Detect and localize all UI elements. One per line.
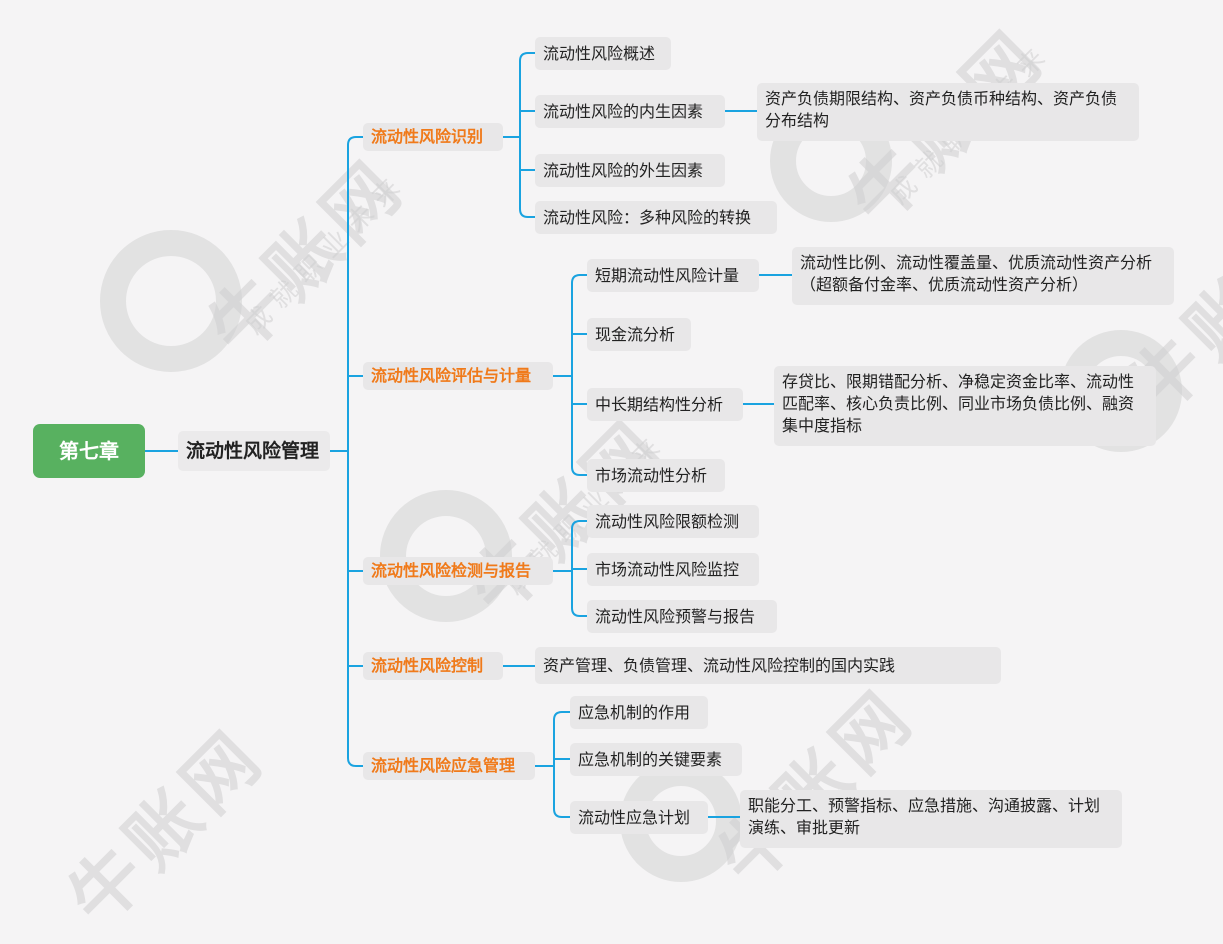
connector-line: [519, 137, 535, 218]
connector-line: [571, 520, 587, 571]
connector-line: [553, 766, 570, 818]
leaf-node[interactable]: 中长期结构性分析: [587, 388, 743, 421]
connector-line: [347, 136, 363, 451]
detail-node[interactable]: 流动性比例、流动性覆盖量、优质流动性资产分析（超额备付金率、优质流动性资产分析）: [792, 247, 1174, 305]
leaf-node[interactable]: 流动性风险的外生因素: [535, 154, 725, 187]
leaf-node[interactable]: 短期流动性风险计量: [587, 259, 759, 292]
branch-node-monitoring[interactable]: 流动性风险检测与报告: [363, 557, 553, 585]
branch-node-control[interactable]: 流动性风险控制: [363, 652, 503, 680]
detail-node[interactable]: 职能分工、预警指标、应急措施、沟通披露、计划演练、审批更新: [740, 790, 1122, 848]
connector-line: [553, 711, 570, 766]
leaf-node[interactable]: 流动性风险预警与报告: [587, 600, 777, 633]
leaf-node[interactable]: 流动性风险概述: [535, 37, 671, 70]
leaf-node[interactable]: 市场流动性风险监控: [587, 553, 759, 586]
branch-node-assessment[interactable]: 流动性风险评估与计量: [363, 362, 553, 390]
connector-line: [571, 571, 587, 617]
detail-node[interactable]: 存贷比、限期错配分析、净稳定资金比率、流动性匹配率、核心负责比例、同业市场负债比…: [774, 366, 1156, 446]
leaf-node[interactable]: 流动性风险的内生因素: [535, 95, 725, 128]
connector-line: [571, 376, 587, 476]
leaf-node[interactable]: 现金流分析: [587, 318, 691, 351]
connector-line: [519, 52, 535, 137]
connector-lines: [145, 52, 792, 818]
leaf-node[interactable]: 流动性应急计划: [570, 801, 708, 834]
leaf-node[interactable]: 应急机制的关键要素: [570, 743, 742, 776]
topic-node[interactable]: 流动性风险管理: [178, 431, 330, 471]
branch-node-identification[interactable]: 流动性风险识别: [363, 123, 503, 151]
root-node[interactable]: 第七章: [33, 424, 145, 478]
leaf-node[interactable]: 资产管理、负债管理、流动性风险控制的国内实践: [535, 647, 1001, 684]
leaf-node[interactable]: 应急机制的作用: [570, 696, 708, 729]
leaf-node[interactable]: 流动性风险：多种风险的转换: [535, 201, 777, 234]
connector-line: [347, 451, 363, 767]
branch-node-emergency[interactable]: 流动性风险应急管理: [363, 752, 535, 780]
leaf-node[interactable]: 流动性风险限额检测: [587, 505, 759, 538]
leaf-node[interactable]: 市场流动性分析: [587, 459, 725, 492]
connector-line: [571, 274, 587, 376]
detail-node[interactable]: 资产负债期限结构、资产负债币种结构、资产负债分布结构: [757, 83, 1139, 141]
